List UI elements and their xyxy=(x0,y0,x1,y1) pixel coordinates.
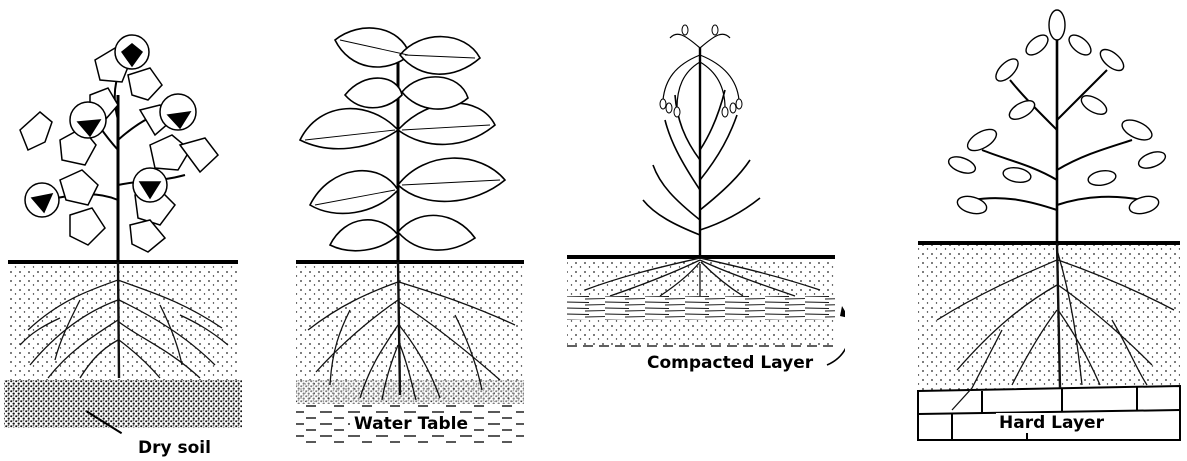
tobacco-plant-illustration xyxy=(290,0,530,461)
compacted-layer-label: Compacted Layer xyxy=(647,353,813,373)
leaves xyxy=(300,28,505,251)
panel-tobacco-water-table: Water Table xyxy=(290,0,530,461)
dry-soil-label: Dry soil xyxy=(138,438,211,458)
panel-maize-compacted-layer: Compacted Layer xyxy=(565,0,845,461)
hard-layer-label: Hard Layer xyxy=(996,413,1107,433)
topsoil xyxy=(8,262,238,380)
soybean-plant-illustration xyxy=(912,0,1187,461)
panel-soybean-hard-layer: Hard Layer xyxy=(912,0,1187,461)
pointer-arrowhead xyxy=(840,306,845,318)
panel-cotton-dry-soil: Dry soil xyxy=(0,0,245,461)
maize-plant-illustration xyxy=(565,0,845,461)
subsoil xyxy=(567,320,835,346)
compacted-layer xyxy=(567,296,835,320)
cotton-plant-illustration xyxy=(0,0,245,461)
dry-soil-layer xyxy=(4,380,242,428)
water-table-label: Water Table xyxy=(350,414,472,434)
topsoil xyxy=(567,258,835,296)
stalk-and-leaves xyxy=(643,48,760,257)
